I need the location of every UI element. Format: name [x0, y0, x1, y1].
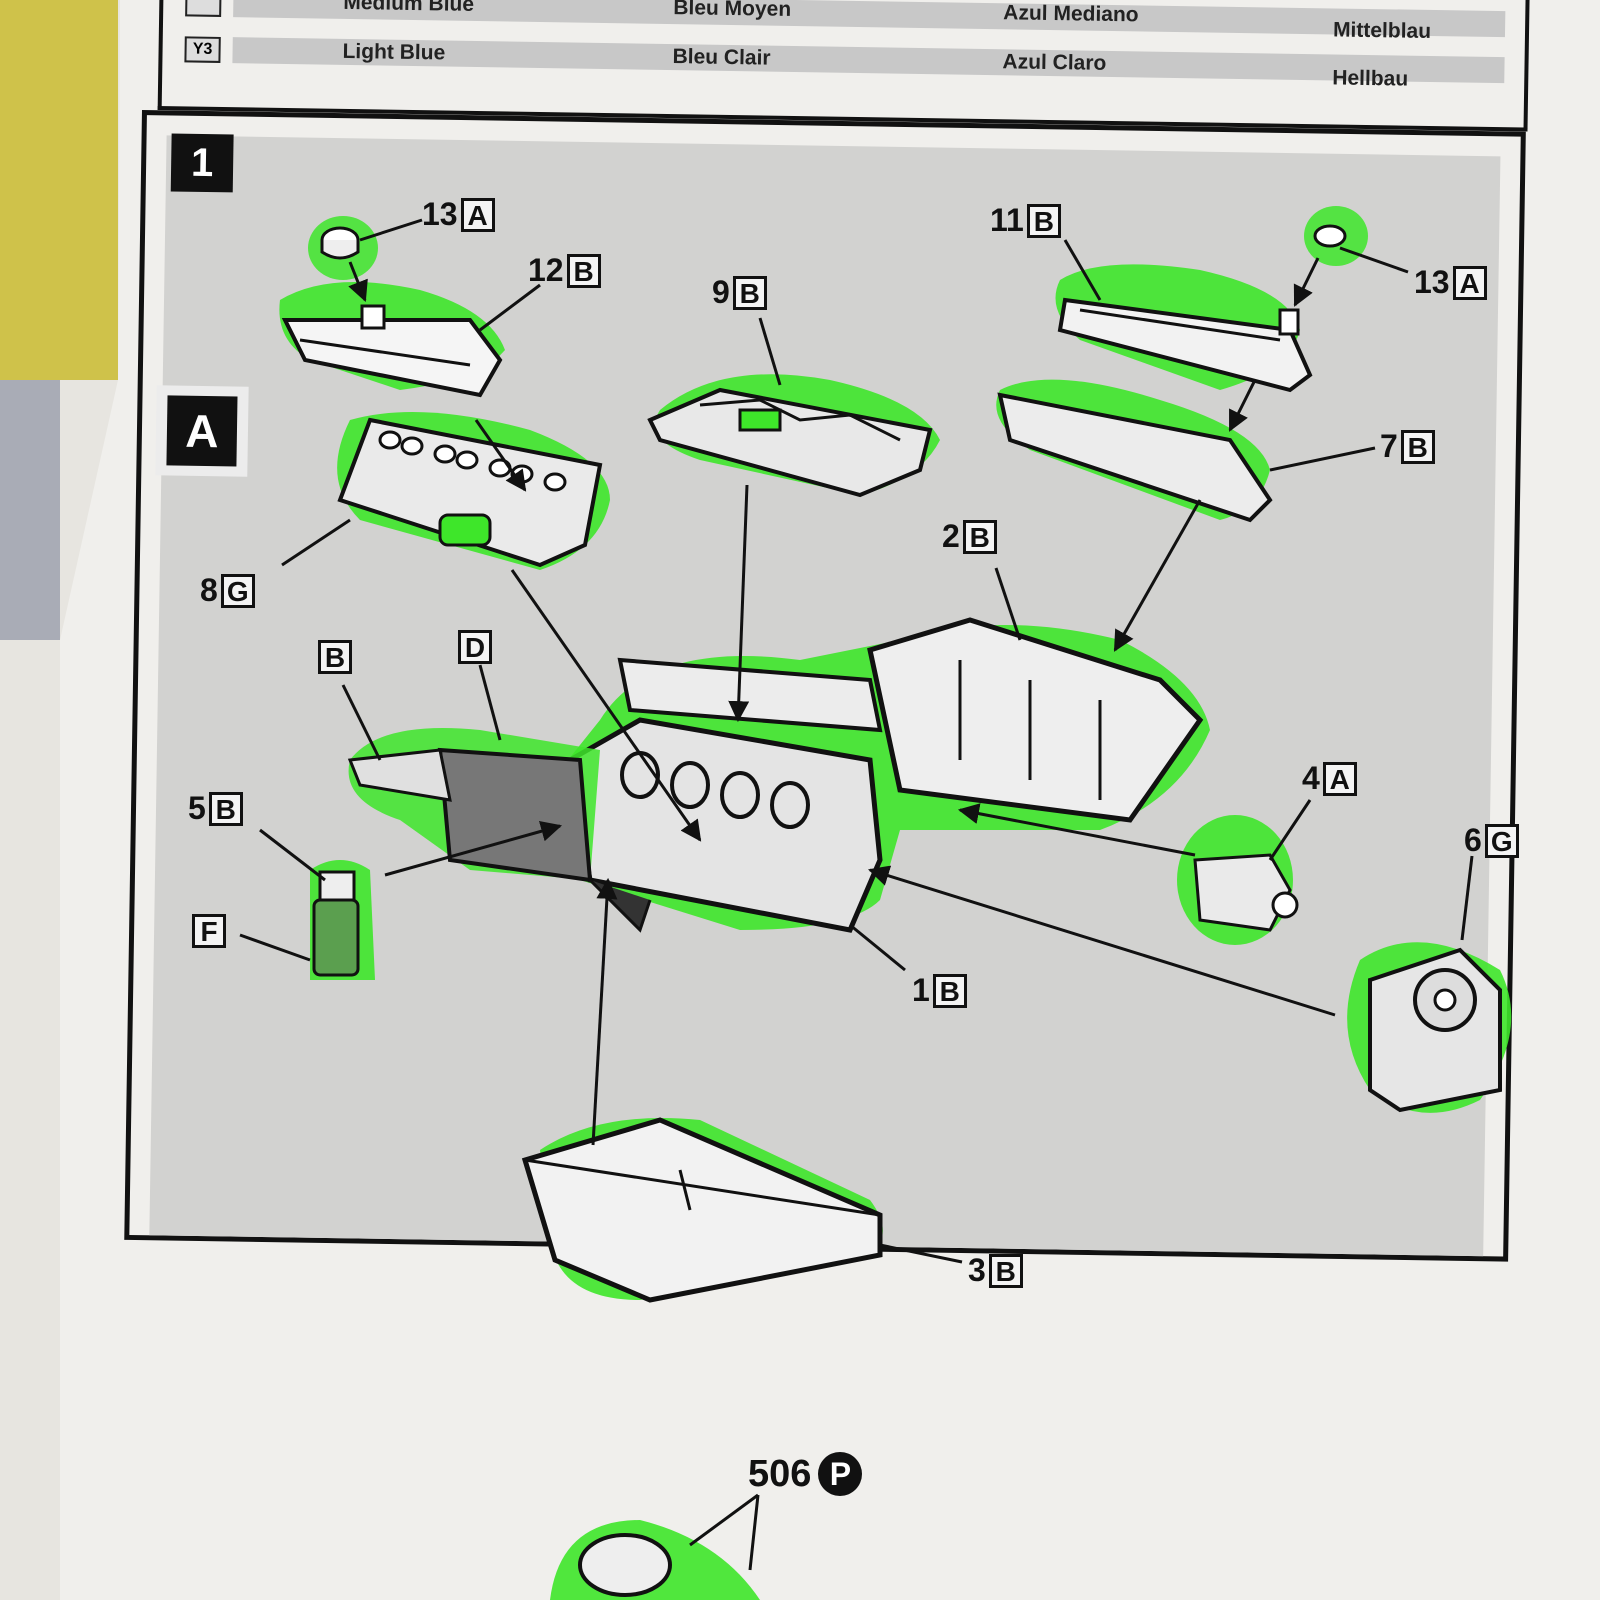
part-timing-cover	[1347, 942, 1512, 1113]
part-valve-cover-left	[279, 282, 505, 398]
part-water-pump	[1177, 815, 1299, 945]
background-grey	[0, 380, 60, 640]
part-intake-manifold	[647, 374, 940, 498]
part-506p-partial	[550, 1520, 760, 1600]
part-label: D	[458, 630, 492, 664]
part-oil-filter	[310, 860, 375, 980]
part-oil-cap-right	[1304, 206, 1368, 266]
part-oil-cap-left	[308, 216, 378, 280]
part-transmission	[347, 728, 600, 883]
part-oil-pan	[521, 1117, 883, 1303]
part-label: B	[318, 640, 352, 674]
part-label: F	[192, 914, 226, 948]
background-yellow	[0, 0, 118, 380]
part-cylinder-head	[337, 412, 610, 570]
part-engine-block	[544, 617, 1210, 933]
part-cylinder-head-right	[996, 379, 1273, 523]
part-valve-cover-right	[1055, 264, 1313, 393]
